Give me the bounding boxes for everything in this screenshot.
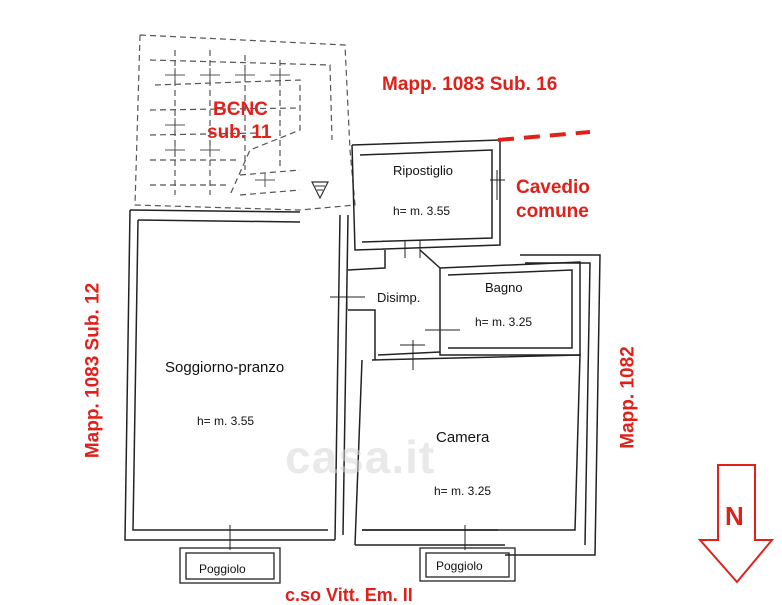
- north-letter: N: [725, 501, 744, 531]
- room-ripostiglio-name: Ripostiglio: [393, 163, 453, 178]
- north-arrow-icon: [697, 464, 775, 584]
- room-bagno-name: Bagno: [485, 280, 523, 295]
- bcnc-label-line1: BCNC: [213, 99, 268, 120]
- watermark: casa.it: [285, 431, 436, 483]
- room-soggiorno-name: Soggiorno-pranzo: [165, 359, 285, 376]
- room-ripostiglio-height: h= m. 3.55: [393, 204, 451, 218]
- room-camera-name: Camera: [436, 429, 490, 446]
- door-marks: [229, 170, 505, 550]
- room-disimp-name: Disimp.: [377, 290, 421, 305]
- balcony-left-label: Poggiolo: [199, 562, 246, 576]
- bcnc-stair-area: [134, 34, 356, 211]
- balconies: [179, 547, 516, 584]
- bcnc-label-line2: sub. 11: [207, 122, 272, 143]
- stair-arrow-icon: [311, 181, 329, 200]
- neighbor-right: Mapp. 1082: [617, 346, 639, 449]
- neighbor-left: Mapp. 1083 Sub. 12: [82, 282, 104, 459]
- room-soggiorno-height: h= m. 3.55: [197, 414, 255, 428]
- cavedio-line1: Cavedio: [516, 177, 590, 198]
- neighbor-top: Mapp. 1083 Sub. 16: [382, 74, 558, 95]
- balcony-right-label: Poggiolo: [436, 559, 483, 573]
- cavedio-boundary: [497, 130, 591, 142]
- room-bagno-height: h= m. 3.25: [475, 315, 533, 329]
- cavedio-line2: comune: [516, 201, 589, 222]
- street-label: c.so Vitt. Em. II: [285, 585, 413, 605]
- room-camera-height: h= m. 3.25: [434, 484, 492, 498]
- stair-ticks: [165, 68, 290, 187]
